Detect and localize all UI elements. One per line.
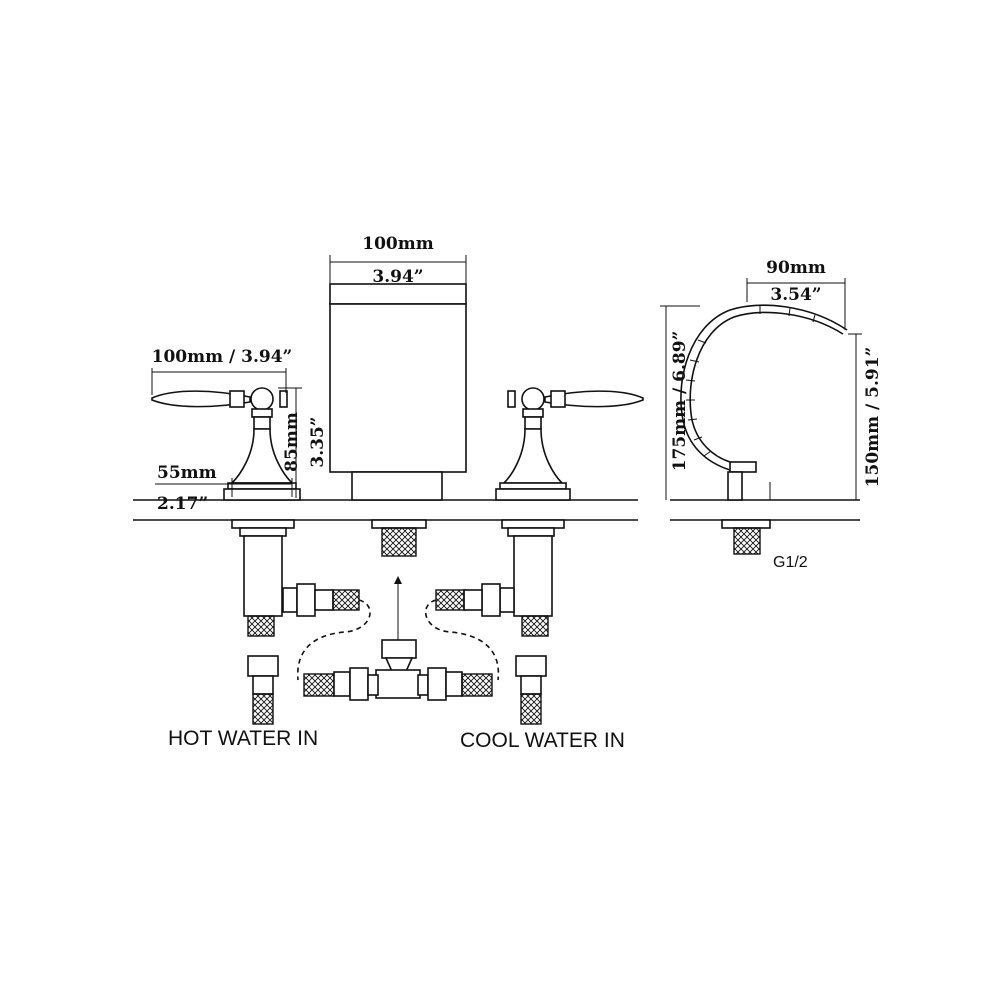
side-reach-in-label: 3.54” — [770, 285, 821, 305]
left-handle — [151, 387, 301, 501]
tee-connector — [303, 576, 493, 701]
side-view-countertop — [670, 499, 860, 521]
side-view-dimensions: 90mm 3.54” 175mm / 6.89” 150mm / 5.91” — [660, 258, 883, 500]
side-total-height-label: 175mm / 6.89” — [670, 331, 690, 472]
handle-spread-label: 100mm / 3.94” — [152, 347, 293, 367]
cool-water-label: COOL WATER IN — [460, 729, 625, 752]
spout-body — [329, 283, 467, 501]
spout-width-in-label: 3.94” — [372, 267, 423, 287]
side-view-spout — [680, 304, 848, 501]
spout-width-mm-label: 100mm — [362, 234, 433, 254]
handle-height-mm-label: 85mm — [282, 412, 302, 472]
side-spout-height-label: 150mm / 5.91” — [863, 347, 883, 488]
hot-water-label: HOT WATER IN — [168, 727, 318, 750]
base-width-mm-label: 55mm — [157, 463, 217, 483]
thread-size-label: G1/2 — [773, 554, 808, 571]
left-underdeck-valve — [231, 519, 360, 637]
center-tailpiece — [371, 519, 427, 557]
right-underdeck-valve — [435, 519, 565, 637]
spout-width-dimension: 100mm 3.94” — [329, 234, 467, 287]
side-view-tailpiece: G1/2 — [721, 519, 808, 571]
handle-height-in-label: 3.35” — [308, 416, 328, 467]
right-handle — [495, 387, 644, 501]
left-handle-dimensions: 100mm / 3.94” 85mm 3.35” 55mm 2.17” — [151, 347, 328, 514]
hot-inlet-fitting — [247, 655, 279, 725]
cool-inlet-fitting — [515, 655, 547, 725]
side-reach-mm-label: 90mm — [766, 258, 826, 278]
base-width-in-label: 2.17” — [157, 494, 208, 514]
countertop — [133, 499, 638, 521]
